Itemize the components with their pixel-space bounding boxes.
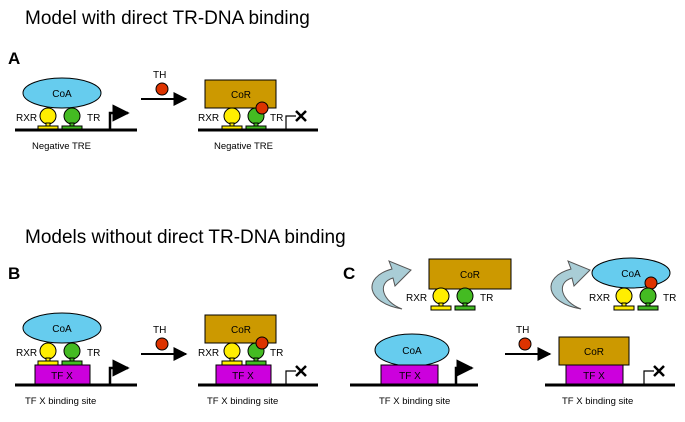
tr-label: TR [663,293,676,304]
heading-direct-binding: Model with direct TR-DNA binding [25,8,310,29]
panel-b-right: CoR RXR TR TF X TF X binding site [198,314,318,407]
tr-receptor [63,342,81,360]
rxr-label: RXR [589,293,610,304]
th-hormone-bound [644,276,658,290]
th-addition-c: TH [505,325,552,361]
tfx-site-caption: TF X binding site [25,396,96,407]
tr-label: TR [480,293,493,304]
heading-without-direct-binding: Models without direct TR-DNA binding [25,227,346,248]
repressed-promoter [285,115,296,130]
tr-receptor [456,287,474,305]
cor-label: CoR [584,347,604,358]
blocked-transcription-x [653,365,665,377]
dissociation-curved-arrow [371,260,412,310]
rxr-receptor [223,342,241,360]
coa-label: CoA [52,324,72,335]
th-hormone [155,82,169,96]
panel-c-top-left-complex: CoR RXR TR [406,258,512,311]
th-label: TH [153,325,166,336]
th-addition-a: TH [141,70,188,106]
rxr-receptor [432,287,450,305]
rxr-label: RXR [198,113,219,124]
transcription-arrow [454,359,474,385]
panel-label-a: A [8,49,20,68]
cor-label: CoR [460,270,480,281]
rxr-label: RXR [16,113,37,124]
rxr-receptor [39,107,57,125]
blocked-transcription-x [295,110,307,122]
rxr-receptor [223,107,241,125]
repressed-promoter [285,370,296,385]
rxr-receptor [39,342,57,360]
tr-label: TR [87,113,100,124]
tr-label: TR [270,348,283,359]
negative-tre-caption: Negative TRE [214,141,273,152]
coa-ellipse [22,312,102,344]
tr-label: TR [87,348,100,359]
tr-receptor [639,287,657,305]
tr-receptor [63,107,81,125]
cor-box [558,336,630,366]
cor-box [428,258,512,290]
tfx-site-caption: TF X binding site [207,396,278,407]
th-hormone-bound [255,336,269,350]
rxr-label: RXR [406,293,427,304]
panel-b-left: CoA RXR TR TF X TF X binding site [15,312,137,407]
rxr-label: RXR [16,348,37,359]
repressed-promoter [643,370,654,385]
tfx-label: TF X [232,371,254,382]
cor-label: CoR [231,325,251,336]
coa-label: CoA [402,346,422,357]
transcription-arrow [108,359,130,385]
tfx-label: TF X [399,371,421,382]
panel-c-bottom-left: CoA TF X TF X binding site [350,333,478,407]
th-label: TH [516,325,529,336]
th-hormone-bound [255,101,269,115]
panel-label-c: C [343,264,355,283]
th-hormone [518,337,532,351]
panel-label-b: B [8,264,20,283]
panel-a-right: CoR RXR TR Negative TRE [198,79,318,152]
panel-c-top-right-complex: CoA RXR TR [589,257,676,311]
tfx-label: TF X [583,371,605,382]
coa-label: CoA [52,89,72,100]
negative-tre-caption: Negative TRE [32,141,91,152]
tfx-site-caption: TF X binding site [562,396,633,407]
th-addition-b: TH [141,325,188,361]
cor-label: CoR [231,90,251,101]
th-label: TH [153,70,166,81]
panel-c-bottom-right: CoR TF X TF X binding site [545,336,675,407]
association-curved-arrow [550,260,591,310]
tfx-site-caption: TF X binding site [379,396,450,407]
coa-ellipse [22,77,102,109]
coa-label: CoA [621,269,641,280]
blocked-transcription-x [295,365,307,377]
rxr-receptor [615,287,633,305]
transcription-arrow [108,104,130,130]
panel-a-left: CoA RXR TR Negative TRE [15,77,137,152]
tfx-label: TF X [51,371,73,382]
tr-label: TR [270,113,283,124]
th-hormone [155,337,169,351]
rxr-label: RXR [198,348,219,359]
